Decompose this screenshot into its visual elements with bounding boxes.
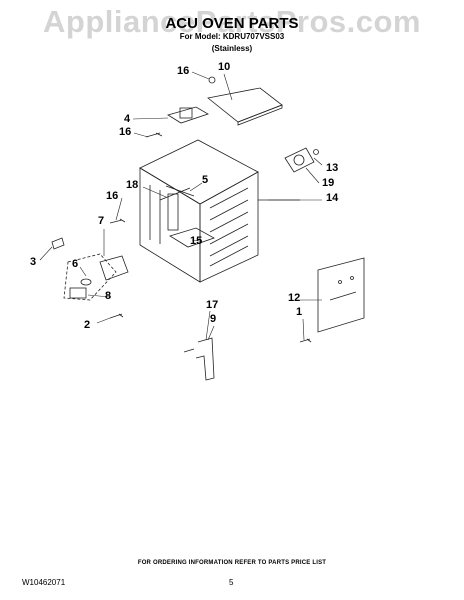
part-side-panel [317, 257, 365, 333]
callout-17: 17 [206, 299, 219, 311]
callout-16-low: 16 [106, 190, 119, 202]
page-number: 5 [229, 578, 234, 587]
part-sensor [159, 185, 195, 231]
callout-10: 10 [218, 61, 231, 73]
callout-15: 15 [190, 235, 203, 247]
part-thermostat [167, 76, 216, 124]
part-mounting-bracket [183, 337, 215, 381]
watermark-logo: AppliancePartsPros.com [43, 4, 421, 39]
callout-6: 6 [72, 258, 79, 270]
part-top-shield [207, 87, 283, 126]
callout-14: 14 [326, 192, 339, 204]
callout-3: 3 [30, 256, 37, 268]
screw-icon [109, 132, 163, 224]
part-switch-bracket [63, 253, 129, 301]
callout-4: 4 [124, 113, 131, 125]
part-bottom-element [169, 227, 215, 248]
part-vent-gasket [284, 147, 319, 173]
callout-13: 13 [326, 162, 339, 174]
callout-9: 9 [210, 313, 217, 325]
callout-16-mid: 16 [119, 126, 132, 138]
part-oven-cavity [139, 139, 300, 283]
callout-1: 1 [296, 306, 303, 318]
callout-19: 19 [322, 177, 335, 189]
screw-icon [109, 313, 124, 319]
screw-icon [299, 338, 312, 343]
callout-2: 2 [84, 319, 91, 331]
callout-8: 8 [105, 290, 112, 302]
model-number: For Model: KDRU707VSS03 [179, 32, 285, 41]
leader-lines [39, 71, 323, 341]
callout-7: 7 [98, 215, 105, 227]
callout-16-top: 16 [177, 65, 190, 77]
finish-label: (Stainless) [211, 44, 253, 53]
page-title: ACU OVEN PARTS [165, 15, 299, 32]
callout-18: 18 [126, 179, 139, 191]
document-number: W10462071 [22, 578, 66, 587]
ordering-note: FOR ORDERING INFORMATION REFER TO PARTS … [137, 560, 327, 566]
screw-icon [51, 237, 65, 250]
callout-5: 5 [202, 174, 209, 186]
callout-12: 12 [288, 292, 301, 304]
